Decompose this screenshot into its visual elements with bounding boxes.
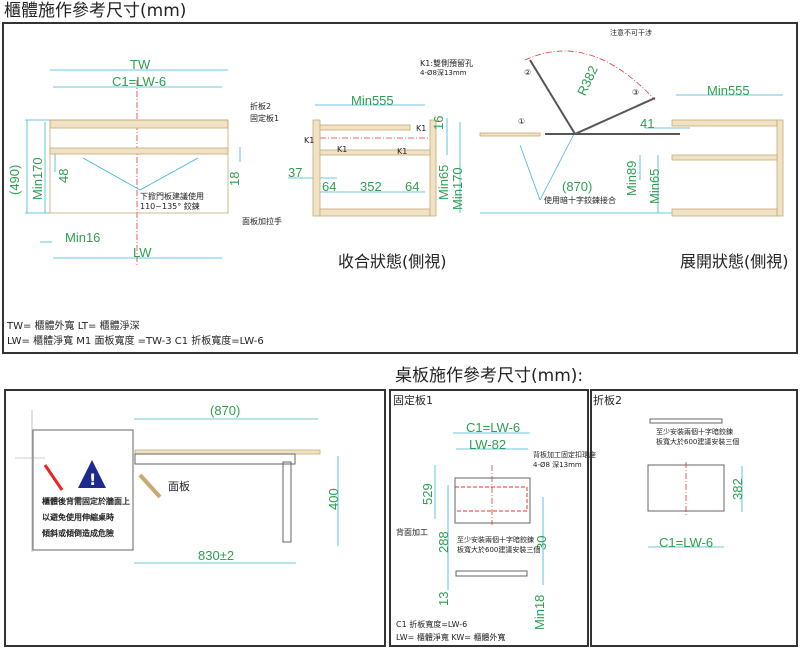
step-2: ② bbox=[524, 68, 532, 77]
bracket-note-1: 背板加工固定扣環座 bbox=[533, 451, 596, 459]
legend-line: TW= 櫃體外寬 LT= 櫃體淨深 bbox=[7, 321, 140, 332]
dim-min170: Min170 bbox=[30, 157, 45, 200]
wall-warning: 以避免使用伸縮桌時 bbox=[42, 513, 114, 522]
step-1: ① bbox=[518, 117, 526, 126]
dim-min16: Min16 bbox=[65, 230, 101, 245]
desk-side-frame bbox=[4, 389, 386, 647]
dim-48: 48 bbox=[56, 168, 71, 183]
dim-c1: C1=LW-6 bbox=[659, 535, 714, 550]
dim-352: 352 bbox=[360, 179, 382, 194]
handle-label: 面板加拉手 bbox=[242, 217, 282, 226]
back-machining-label: 背面加工 bbox=[396, 528, 428, 537]
desk-title: 桌板施作參考尺寸(mm): bbox=[395, 366, 584, 386]
dim-min65: Min65 bbox=[647, 168, 662, 204]
dim-min555: Min555 bbox=[351, 93, 394, 108]
wall-warning: 櫃體後背需固定於牆面上 bbox=[42, 497, 130, 506]
dim-tw: TW bbox=[130, 57, 151, 72]
dim-18: 18 bbox=[227, 171, 242, 186]
dim-lw82: LW-82 bbox=[469, 437, 507, 452]
dim-382: 382 bbox=[730, 478, 745, 500]
k1-label: K1 bbox=[397, 147, 408, 156]
bracket-note-2: 4-Ø8 深13mm bbox=[533, 461, 582, 469]
k1-label: K1 bbox=[337, 145, 348, 154]
hinge-join-note: 使用暗十字鉸鍊接合 bbox=[544, 196, 616, 205]
warning-icon bbox=[78, 460, 106, 488]
dim-400: 400 bbox=[326, 488, 341, 510]
dim-lw: LW bbox=[133, 245, 152, 260]
dim-min18: Min18 bbox=[532, 594, 547, 630]
dim-min170: Min170 bbox=[450, 167, 465, 210]
cabinet-title: 櫃體施作參考尺寸(mm) bbox=[4, 1, 187, 21]
hinge-note-1: 至少安裝兩個十字暗鉸鍊 bbox=[457, 536, 534, 544]
label-fold2: 折板2 bbox=[250, 102, 272, 111]
step-3: ③ bbox=[632, 88, 640, 97]
k1-label: K1 bbox=[416, 124, 427, 133]
cabinet-frame bbox=[2, 22, 798, 354]
hinge-note-2: 板寬大於600建議安裝三個 bbox=[457, 546, 541, 554]
dim-37: 37 bbox=[288, 165, 303, 180]
fixed-legend: LW= 櫃體淨寬 KW= 櫃體外寬 bbox=[396, 633, 506, 642]
hinge-note-2: 板寬大於600建議安裝三個 bbox=[656, 438, 740, 446]
interference-warning: 注意不可干涉 bbox=[610, 29, 652, 37]
dim-13: 13 bbox=[436, 591, 451, 606]
hinge-note-1: 下掀門板建議使用 bbox=[140, 192, 204, 201]
dim-c1: C1=LW-6 bbox=[466, 420, 521, 435]
dim-529: 529 bbox=[420, 483, 435, 505]
dim-870: (870) bbox=[210, 403, 241, 418]
panel-label: 面板 bbox=[168, 480, 190, 493]
svg-text:!: ! bbox=[89, 470, 96, 489]
open-caption: 展開狀態(側視) bbox=[680, 252, 789, 271]
fold-panel-title: 折板2 bbox=[593, 394, 622, 407]
dim-min555: Min555 bbox=[707, 83, 750, 98]
dim-830: 830±2 bbox=[198, 548, 235, 563]
fixed-legend: C1 折板寬度=LW-6 bbox=[396, 620, 468, 629]
fold-panel-frame bbox=[590, 389, 798, 647]
dim-64-left: 64 bbox=[322, 179, 337, 194]
dim-64-right: 64 bbox=[405, 179, 420, 194]
closed-caption: 收合狀態(側視) bbox=[338, 252, 447, 271]
hinge-note-1: 至少安裝兩個十字暗鉸鍊 bbox=[656, 428, 733, 436]
hinge-note-2: 110~135° 鉸鍊 bbox=[140, 202, 200, 211]
dim-16: 16 bbox=[431, 115, 446, 130]
k1-note-1: K1:雙側預留孔 bbox=[420, 59, 474, 68]
k1-note-2: 4-Ø8深13mm bbox=[420, 69, 467, 77]
dim-288: 288 bbox=[436, 531, 451, 553]
fixed-panel-frame bbox=[389, 389, 589, 647]
dim-870: (870) bbox=[562, 179, 593, 194]
fixed-panel-title: 固定板1 bbox=[393, 394, 433, 407]
legend-line: LW= 櫃體淨寬 M1 面板寬度 =TW-3 C1 折板寬度=LW-6 bbox=[7, 336, 264, 347]
dim-min65: Min65 bbox=[436, 164, 451, 200]
dim-c1: C1=LW-6 bbox=[112, 74, 167, 89]
dim-min89: Min89 bbox=[624, 160, 639, 196]
dim-41: 41 bbox=[640, 116, 655, 131]
k1-label: K1 bbox=[304, 136, 315, 145]
dim-490: (490) bbox=[7, 164, 22, 195]
wall-warning: 傾斜或傾倒造成危險 bbox=[42, 529, 114, 538]
label-fixed1: 固定板1 bbox=[250, 114, 280, 123]
